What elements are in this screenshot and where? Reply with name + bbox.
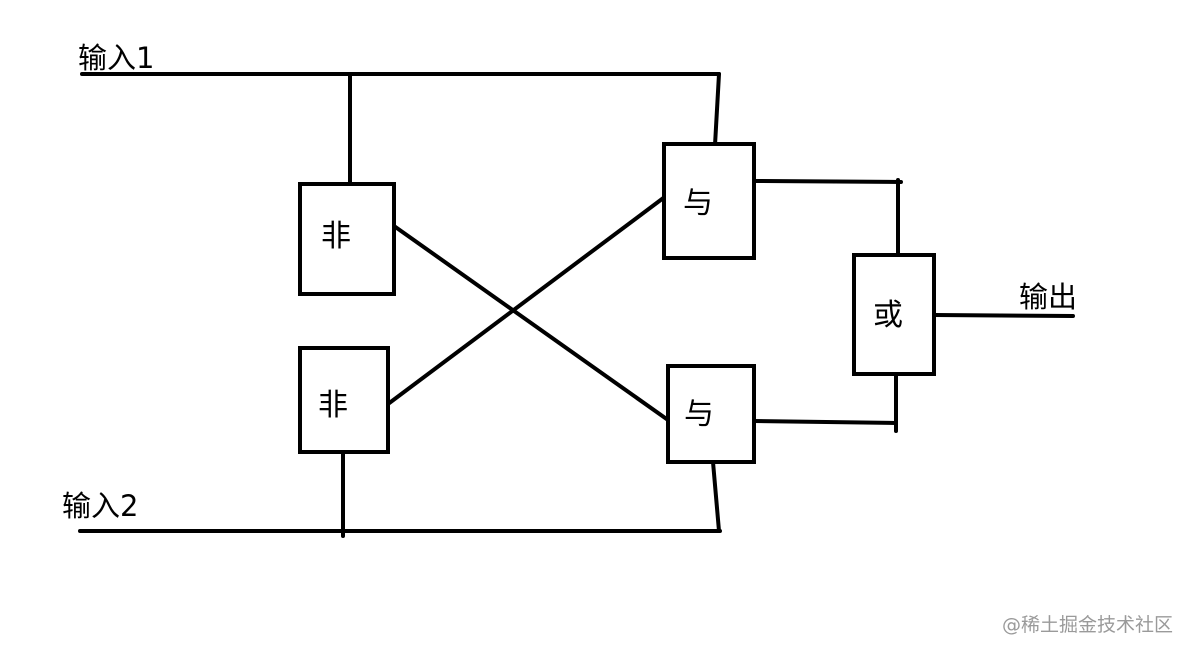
- or-gate-box: [852, 253, 936, 376]
- and-gate-bottom: 与: [666, 364, 756, 464]
- watermark-text: @稀土掘金技术社区: [1002, 614, 1173, 636]
- input1-label: 输入1: [78, 41, 154, 75]
- and-gate-top: 与: [662, 142, 756, 260]
- and-gate-bottom-box: [666, 364, 756, 464]
- not-gate-bottom: 非: [298, 346, 390, 454]
- input2-to-and-bottom-wire: [711, 460, 721, 533]
- not-gate-bottom-box: [298, 346, 390, 454]
- output-label: 输出: [1019, 280, 1077, 314]
- not-gate-top-label: 非: [321, 219, 351, 254]
- not-bottom-to-and-top-wire: [386, 194, 668, 406]
- and-bottom-output-wire: [752, 419, 898, 425]
- cross-wires: [386, 194, 670, 422]
- input1-wires: [80, 72, 721, 187]
- not-gate-bottom-label: 非: [318, 388, 348, 423]
- and-gate-bottom-label: 与: [684, 397, 714, 432]
- and-top-output-wire: [752, 179, 903, 184]
- input2-label: 输入2: [62, 489, 138, 523]
- and-gate-top-box: [662, 142, 756, 260]
- output-wire: [933, 313, 1075, 318]
- or-gate-label: 或: [873, 298, 903, 333]
- not-top-to-and-bottom-wire: [392, 224, 670, 422]
- not-gate-top: 非: [298, 182, 396, 296]
- and-to-or-wires: [752, 178, 903, 433]
- or-gate: 或: [852, 253, 936, 376]
- and-gate-top-label: 与: [683, 186, 713, 221]
- input2-wires: [78, 450, 722, 538]
- input1-to-and-top-wire: [713, 72, 721, 147]
- not-gate-top-box: [298, 182, 396, 296]
